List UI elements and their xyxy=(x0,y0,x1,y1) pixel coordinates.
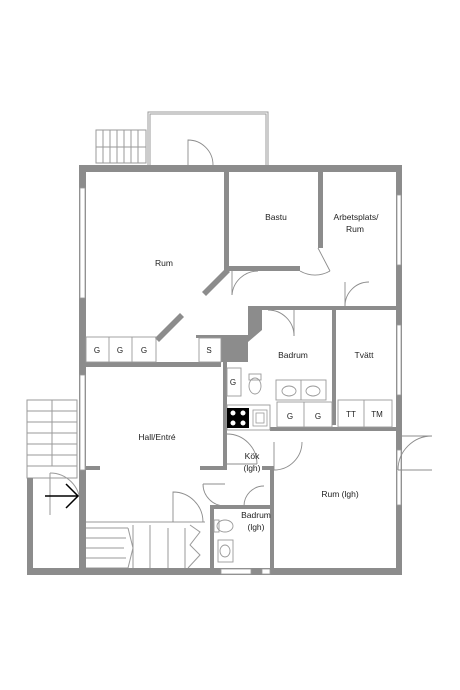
room-label-bastu: Bastu xyxy=(265,212,287,222)
sink-icon xyxy=(252,409,268,427)
storage-label: S xyxy=(206,346,211,355)
room-label-arbetsplats-line2: Rum xyxy=(346,224,364,234)
closet-label-1: G xyxy=(94,346,100,355)
room-label-hall: Hall/Entré xyxy=(138,432,176,442)
stove-icon xyxy=(227,408,249,428)
room-label-badrum-lgh-line2: (lgh) xyxy=(247,522,264,532)
washing-machine-label: TM xyxy=(371,410,383,419)
left-stairs xyxy=(26,399,81,515)
room-label-rum-lgh: Rum (lgh) xyxy=(321,489,358,499)
room-label-rum: Rum xyxy=(155,258,173,268)
closet-label-2: G xyxy=(117,346,123,355)
tumble-dryer-label: TT xyxy=(346,410,356,419)
closet-label-badrum-2: G xyxy=(315,412,321,421)
entry-arrow-icon xyxy=(45,483,80,509)
fixture-boxes xyxy=(85,336,393,563)
room-label-kok-line1: Kök xyxy=(245,451,260,461)
room-label-badrum: Badrum xyxy=(278,350,308,360)
interior-stairs xyxy=(85,521,205,569)
room-label-badrum-lgh-line1: Badrum xyxy=(241,510,271,520)
interior-walls xyxy=(86,170,398,570)
doors xyxy=(172,139,433,523)
closet-label-3: G xyxy=(141,346,147,355)
room-label-arbetsplats-line1: Arbetsplats/ xyxy=(334,212,380,222)
closet-label-kok: G xyxy=(230,378,236,387)
top-balcony xyxy=(95,111,269,165)
closet-label-badrum-1: G xyxy=(287,412,293,421)
room-label-kok-line2: (lgh) xyxy=(243,463,260,473)
room-label-tvatt: Tvätt xyxy=(355,350,375,360)
windows xyxy=(79,187,402,575)
